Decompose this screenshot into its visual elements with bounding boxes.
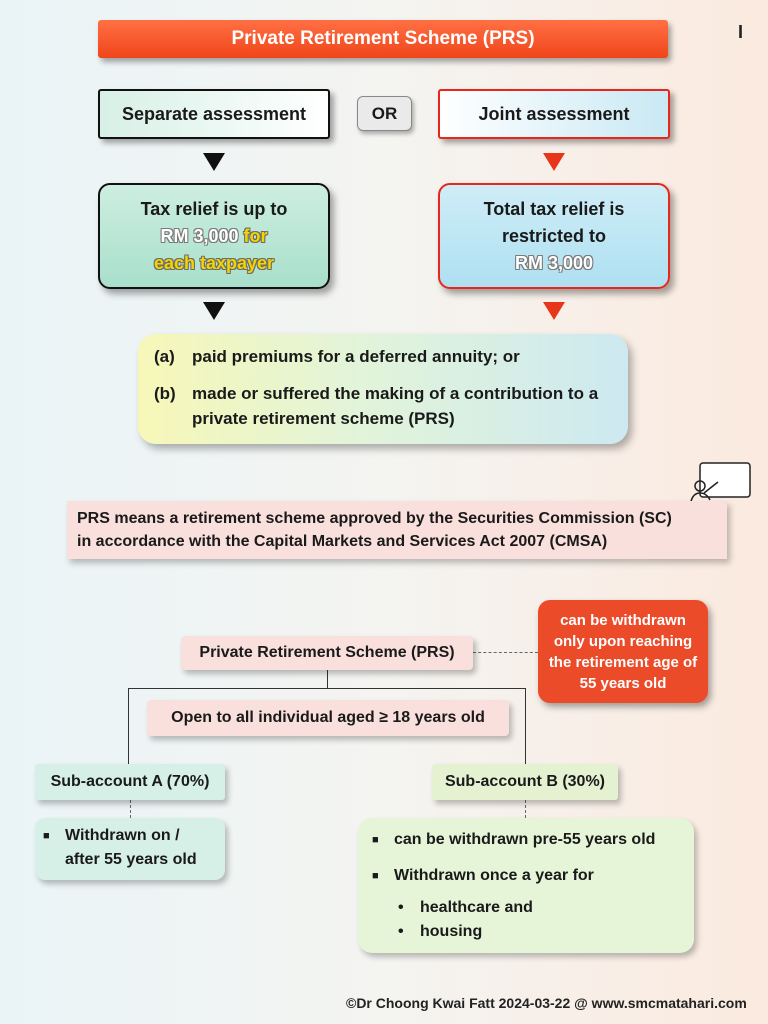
- withdrawal-note: can be withdrawn only upon reaching the …: [538, 600, 708, 703]
- or-badge: OR: [357, 96, 412, 131]
- sub-list-item-text: healthcare and: [420, 899, 533, 916]
- condition-item: (a) paid premiums for a deferred annuity…: [154, 344, 614, 369]
- condition-key: (a): [154, 347, 175, 366]
- relief-text: Tax relief is up to: [140, 198, 288, 219]
- square-bullet-icon: ■: [372, 870, 379, 882]
- condition-item: (b) made or suffered the making of a con…: [154, 381, 614, 431]
- separate-relief-box: Tax relief is up to RM 3,000 for each ta…: [98, 183, 330, 289]
- relief-text: restricted to: [501, 225, 607, 246]
- sub-account-a-label: Sub-account A (70%): [35, 764, 225, 800]
- corner-mark: I: [738, 22, 744, 42]
- list-item-text: Withdrawn once a year for: [394, 867, 594, 884]
- sub-list-item-text: housing: [420, 923, 483, 940]
- connector-line: [128, 688, 526, 689]
- down-arrow-icon: [203, 302, 225, 320]
- list-item-text: Withdrawn on / after 55 years old: [65, 827, 197, 868]
- condition-text: made or suffered the making of a contrib…: [192, 384, 599, 428]
- relief-for: for: [243, 225, 268, 246]
- list-item: ■ Withdrawn once a year for: [372, 864, 684, 888]
- relief-amount: RM 3,000: [160, 225, 239, 246]
- list-item-text: can be withdrawn pre-55 years old: [394, 831, 656, 848]
- condition-text: paid premiums for a deferred annuity; or: [192, 347, 520, 366]
- separate-assessment-box: Separate assessment: [98, 89, 330, 139]
- sub-account-a-list: ■ Withdrawn on / after 55 years old: [35, 818, 225, 880]
- sub-account-b-list: ■ can be withdrawn pre-55 years old ■ Wi…: [358, 818, 694, 953]
- relief-each-taxpayer: each taxpayer: [153, 252, 275, 273]
- eligibility-box: Open to all individual aged ≥ 18 years o…: [147, 700, 509, 736]
- connector-line: [327, 670, 328, 688]
- down-arrow-icon: [203, 153, 225, 171]
- joint-assessment-box: Joint assessment: [438, 89, 670, 139]
- connector-dashed: [130, 800, 131, 818]
- dot-bullet-icon: •: [398, 923, 404, 940]
- down-arrow-icon: [543, 153, 565, 171]
- list-item: ■ can be withdrawn pre-55 years old: [372, 828, 684, 852]
- prs-definition: PRS means a retirement scheme approved b…: [67, 501, 727, 559]
- list-item: ■ Withdrawn on / after 55 years old: [43, 824, 217, 872]
- conditions-box: (a) paid premiums for a deferred annuity…: [138, 334, 628, 444]
- relief-amount: RM 3,000: [514, 252, 594, 273]
- square-bullet-icon: ■: [43, 830, 50, 842]
- page-title: Private Retirement Scheme (PRS): [98, 20, 668, 58]
- dot-bullet-icon: •: [398, 899, 404, 916]
- prs-label-box: Private Retirement Scheme (PRS): [181, 636, 473, 670]
- connector-dashed: [473, 652, 538, 653]
- condition-key: (b): [154, 384, 176, 403]
- copyright-footer: ©Dr Choong Kwai Fatt 2024-03-22 @ www.sm…: [346, 995, 747, 1011]
- joint-relief-box: Total tax relief is restricted to RM 3,0…: [438, 183, 670, 289]
- relief-amount-line: RM 3,000 for: [160, 223, 267, 250]
- definition-line: in accordance with the Capital Markets a…: [77, 533, 608, 550]
- sub-list-item: • housing: [372, 920, 684, 944]
- sub-account-b-label: Sub-account B (30%): [432, 764, 618, 800]
- definition-line: PRS means a retirement scheme approved b…: [77, 510, 672, 527]
- relief-text: Total tax relief is: [483, 198, 625, 219]
- down-arrow-icon: [543, 302, 565, 320]
- square-bullet-icon: ■: [372, 834, 379, 846]
- connector-line: [128, 688, 129, 764]
- connector-dashed: [525, 800, 526, 818]
- connector-line: [525, 688, 526, 764]
- sub-list-item: • healthcare and: [372, 896, 684, 920]
